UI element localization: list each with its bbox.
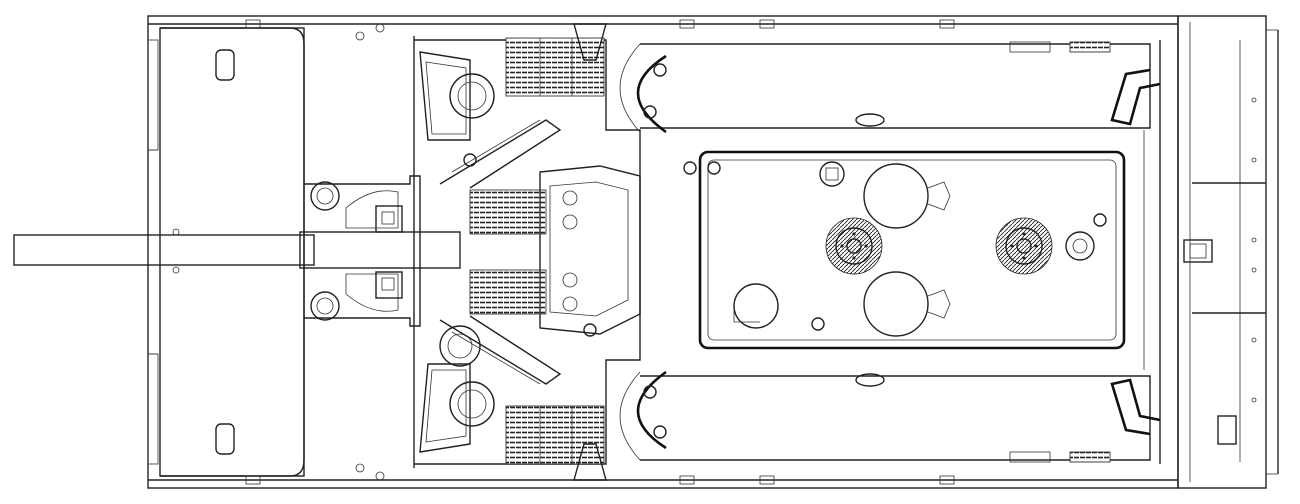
gun-barrel [13, 231, 461, 269]
grille-upper [505, 37, 605, 97]
radiator-grille-left [825, 217, 883, 275]
louver-top [1069, 41, 1111, 53]
mantlet-bracket-top [375, 205, 403, 233]
fastener-details [172, 19, 1257, 485]
fighting-compartment [413, 36, 697, 468]
louver-bottom [1069, 451, 1111, 463]
tow-hook-top [573, 23, 607, 61]
ammo-rack-top [469, 189, 547, 235]
vent-cap [819, 161, 845, 187]
filler-cap [1065, 231, 1095, 261]
roof-hatch-bottom [449, 381, 495, 427]
front-hatch-bottom [215, 423, 235, 455]
gun-breech [539, 165, 641, 335]
fan-cover-lower [863, 271, 929, 337]
engine-grilles [505, 23, 607, 481]
grille-lower [505, 405, 605, 465]
front-plate [147, 27, 305, 477]
periscope-top-left [419, 51, 471, 141]
roof-hatch-top [449, 73, 495, 119]
ammo-rack-bottom [469, 269, 547, 315]
tow-hook-bottom [573, 443, 607, 481]
fan-cover-upper [863, 163, 929, 229]
engine-deck [619, 40, 1161, 464]
radiator-grille-right [995, 217, 1053, 275]
front-hatch-top [215, 49, 235, 81]
mantlet-bracket-bottom [375, 271, 403, 299]
rear-deck [1177, 15, 1279, 489]
inspection-port [733, 283, 779, 329]
engine-access-panel [698, 150, 1126, 350]
gun-mount [304, 175, 421, 327]
